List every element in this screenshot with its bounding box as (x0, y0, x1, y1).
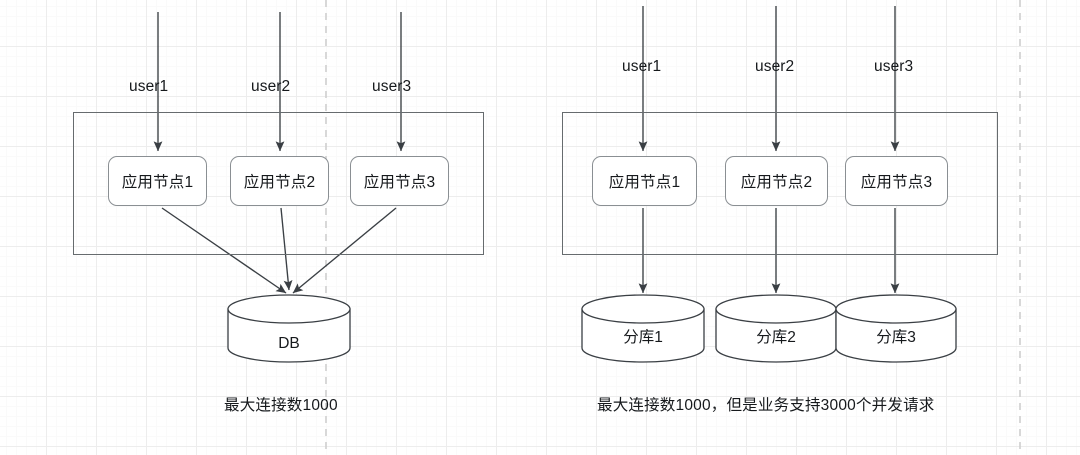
right-user3-label: user3 (874, 58, 914, 75)
right-caption: 最大连接数1000，但是业务支持3000个并发请求 (597, 397, 935, 414)
left-app-node-2[interactable]: 应用节点2 (230, 156, 329, 206)
right-app-node-1[interactable]: 应用节点1 (592, 156, 697, 206)
shard-3-label: 分库3 (876, 329, 916, 346)
right-user1-label: user1 (622, 58, 662, 75)
left-user3-label: user3 (372, 78, 412, 95)
left-app-node-3[interactable]: 应用节点3 (350, 156, 449, 206)
left-db-label: DB (278, 335, 300, 352)
left-user1-label: user1 (129, 78, 169, 95)
right-app-cluster-panel (562, 112, 998, 255)
left-app-cluster-panel (73, 112, 484, 255)
right-app-node-2[interactable]: 应用节点2 (725, 156, 828, 206)
left-app-node-1[interactable]: 应用节点1 (108, 156, 207, 206)
shard-1-label: 分库1 (623, 329, 663, 346)
left-user2-label: user2 (251, 78, 291, 95)
left-caption: 最大连接数1000 (224, 397, 338, 414)
right-user2-label: user2 (755, 58, 795, 75)
shard-2-label: 分库2 (756, 329, 796, 346)
right-app-node-3[interactable]: 应用节点3 (845, 156, 948, 206)
